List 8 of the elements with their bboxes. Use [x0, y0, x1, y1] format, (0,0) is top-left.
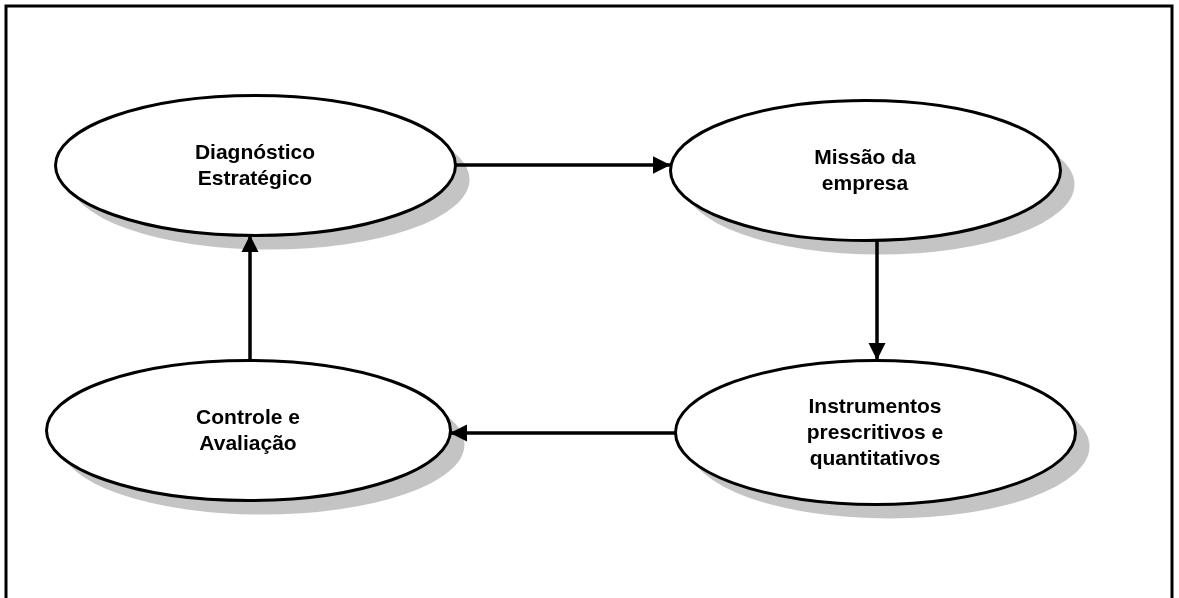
node-label: Diagnóstico Estratégico: [193, 138, 317, 191]
node-label: Controle e Avaliação: [195, 403, 301, 456]
arrow: [455, 156, 671, 174]
node-label: Instrumentos prescritivos e quantitativos: [805, 392, 945, 472]
arrow: [449, 424, 675, 442]
arrow: [241, 235, 259, 360]
arrow: [868, 239, 886, 360]
node-label: Missão da empresa: [813, 143, 917, 196]
